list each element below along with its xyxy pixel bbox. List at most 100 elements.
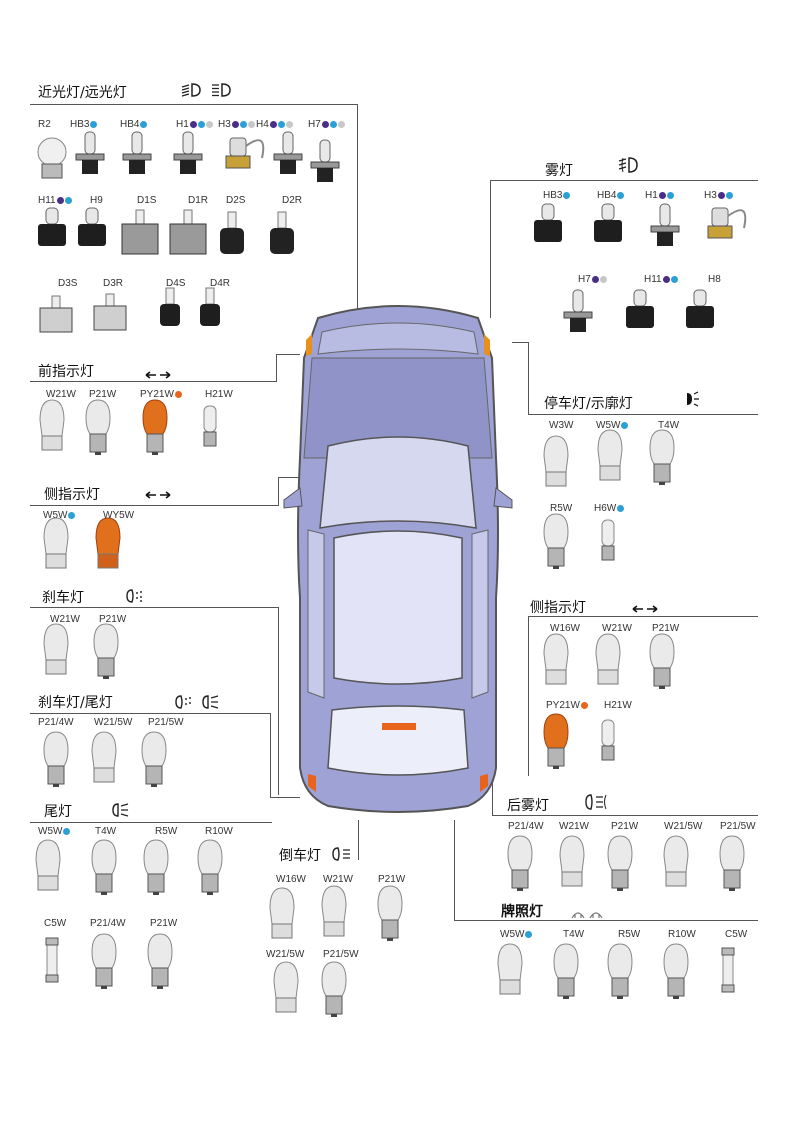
bulb-code: H9 [90,195,103,206]
bulb-image [269,887,295,939]
bulb-label: W5W [596,420,629,431]
type-dot [666,191,674,199]
bulb-image [37,137,67,179]
bulb-label: H21W [604,700,632,711]
bulb-label: W21W [602,623,632,634]
bulb-image [270,211,294,254]
bulb-image [85,399,111,455]
bulb-image [141,731,167,787]
rear-fog-title: 后雾灯 [507,798,549,814]
brake-light-icon [126,589,142,603]
bulb-label: W21W [559,821,589,832]
side-turn-left-title: 侧指示灯 [44,487,100,503]
bulb-label: W21W [50,614,80,625]
side-turn-right-title: 侧指示灯 [530,600,586,616]
connector-line [270,797,300,798]
bulb-image [597,429,623,481]
bulb-image [649,633,675,689]
bulb-image [321,885,347,937]
bulb-label: D1R [188,195,208,206]
bulb-label: R5W [618,929,640,940]
bulb-code: H1 [176,119,189,130]
bulb-label: H11 [644,274,678,285]
brake-title: 刹车灯 [42,590,84,606]
bulb-image [122,131,152,174]
type-dot [63,827,71,835]
bulb-code: D1R [188,195,209,206]
bulb-code: D3R [103,278,124,289]
bulb-label: W16W [276,874,306,885]
bulb-label: P21/5W [720,821,756,832]
bulb-code: HB3 [543,190,563,201]
bulb-image [707,207,747,239]
bulb-code: W5W [500,929,525,940]
type-dot [205,120,213,128]
bulb-label: R10W [668,929,696,940]
bulb-code: W21W [323,874,353,885]
connector-line [528,342,529,414]
bulb-label: D3S [58,278,77,289]
type-dot [239,120,247,128]
bulb-label: W21/5W [664,821,702,832]
bulb-image [95,517,121,569]
bulb-image [377,885,403,941]
bulb-code: P21W [150,918,178,929]
type-dot [617,504,625,512]
fog-title: 雾灯 [545,163,573,179]
bulb-code: HB3 [70,119,90,130]
parking-light-icon [687,391,699,407]
bulb-code: T4W [658,420,680,431]
bulb-label: HB3 [543,190,571,201]
car-top-view [283,305,513,813]
bulb-image [93,623,119,679]
bulb-image [607,943,633,999]
bulb-image [91,933,117,989]
bulb-label: H1 [176,119,213,130]
connector-line [512,342,528,343]
bulb-label: R5W [550,503,572,514]
bulb-code: D3S [58,278,78,289]
bulb-image [594,203,622,242]
reverse-light-icon [332,847,350,861]
bulb-label: H8 [708,274,721,285]
bulb-image [169,209,207,255]
type-dot [563,191,571,199]
rear-fog-icon [585,794,607,810]
bulb-code: HB4 [597,190,617,201]
bulb-code: W21W [46,389,76,400]
bulb-image [147,933,173,989]
type-dot [599,275,607,283]
bulb-image [663,835,689,887]
type-dot [174,390,182,398]
bulb-label: P21W [150,918,177,929]
bulb-label: P21/5W [323,949,359,960]
connector-line [276,354,300,355]
bulb-code: R10W [668,929,696,940]
bulb-image [93,293,127,331]
connector-line [30,505,278,506]
connector-line [278,477,300,478]
bulb-code: R5W [550,503,573,514]
front-turn-title: 前指示灯 [38,364,94,380]
connector-line [270,713,271,797]
bulb-image [543,713,569,769]
type-dot [662,275,670,283]
type-dot [725,191,733,199]
bulb-label: D4S [166,278,185,289]
type-dot [90,120,98,128]
bulb-label: T4W [658,420,679,431]
bulb-label: P21W [652,623,679,634]
connector-line [30,381,276,382]
tail-title: 尾灯 [44,804,72,820]
bulb-label: D3R [103,278,123,289]
bulb-image [507,835,533,891]
tail-light-icon [202,695,219,709]
bulb-label: H21W [205,389,233,400]
bulb-image [273,131,303,174]
brake-light-icon [175,695,191,709]
type-dot [247,120,255,128]
bulb-image [607,835,633,891]
bulb-label: PY21W [140,389,182,400]
bulb-code: W21/5W [94,717,133,728]
bulb-image [121,209,159,255]
